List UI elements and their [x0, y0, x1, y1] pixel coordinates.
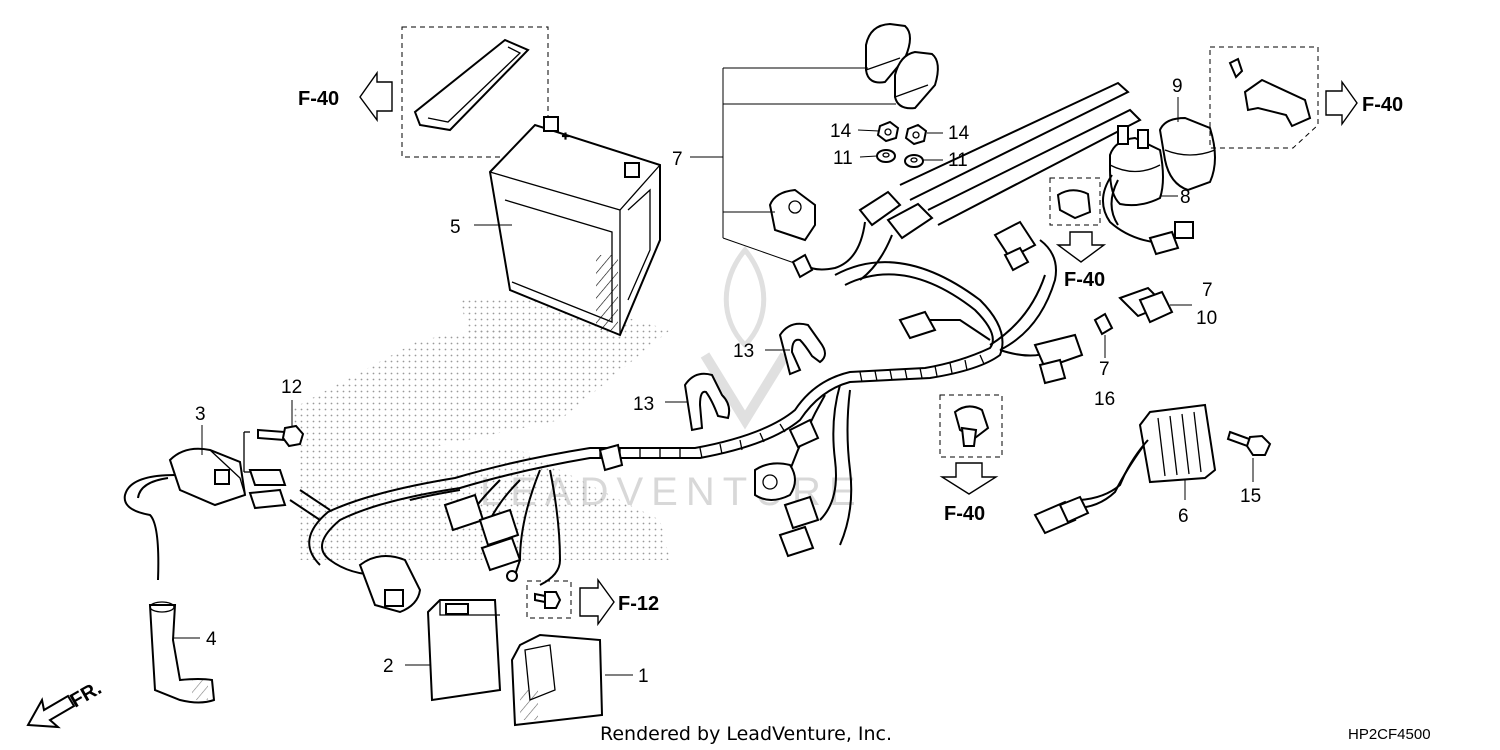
bolt-15 [1226, 430, 1272, 456]
callout-6: 6 [1178, 506, 1189, 527]
callout-7-right: 7 [1202, 280, 1213, 301]
clamp-mid-ref-arrow [1055, 231, 1107, 263]
harness-connectors [248, 220, 1084, 572]
bracket-top-right-ref: F-40 [1362, 94, 1403, 116]
callout-7-left: 7 [672, 149, 683, 170]
callout-4: 4 [206, 629, 217, 650]
footer-credit: Rendered by LeadVenture, Inc. [600, 723, 892, 745]
battery-band: F-40 [298, 26, 549, 158]
cdi-unit [426, 599, 502, 702]
shadow-fields [290, 300, 670, 560]
callout-13-lower: 13 [633, 394, 654, 415]
bracket-ref-arrow [1325, 79, 1358, 127]
callout-12: 12 [281, 377, 302, 398]
clip-lower-ref-arrow [939, 462, 999, 495]
clamp-ref-mid: F-40 [1049, 177, 1107, 291]
callout-7-fuse: 7 [1099, 359, 1110, 380]
clip-ref-lower: F-40 [939, 394, 1003, 525]
battery-cable-terminals [791, 81, 1142, 281]
bolt-12 [257, 424, 305, 448]
bolt-ref: F-12 [618, 593, 659, 615]
regulator-rectifier [1033, 403, 1217, 535]
nuts-washers [876, 120, 928, 168]
callout-7-bracket [690, 67, 896, 266]
callout-16: 16 [1094, 389, 1115, 410]
diagram-code: HP2CF4500 [1348, 726, 1431, 743]
callout-15: 15 [1240, 486, 1261, 507]
terminal-covers [768, 22, 939, 242]
battery-band-ref: F-40 [298, 88, 339, 110]
front-direction: FR. [26, 677, 105, 729]
starter-relay [1102, 125, 1194, 256]
callout-1: 1 [638, 666, 649, 687]
battery: + [488, 116, 661, 337]
callout-11-left: 11 [833, 148, 853, 169]
relay-cover [1158, 116, 1216, 192]
connector-10 [1118, 286, 1174, 324]
callout-9: 9 [1172, 76, 1183, 97]
ignition-coil [123, 431, 250, 581]
svg-text:+: + [562, 129, 569, 143]
battery-band-ref-arrow [359, 70, 393, 123]
clamp-mid-ref: F-40 [1064, 269, 1105, 291]
callout-8: 8 [1180, 187, 1191, 208]
callout-5: 5 [450, 217, 461, 238]
harness-clamps [683, 322, 826, 432]
bolt-ref-f12: F-12 [526, 577, 659, 627]
bracket-ref-top-right: F-40 [1209, 46, 1403, 149]
callout-10: 10 [1196, 308, 1217, 329]
cdi-cover [510, 633, 604, 727]
spark-plug-cap [148, 601, 216, 704]
f12-ref-arrow [579, 577, 615, 627]
callout-14-right: 14 [948, 123, 970, 144]
callout-14-left: 14 [830, 121, 852, 142]
harness-relay [358, 555, 422, 614]
clip-lower-ref: F-40 [944, 503, 985, 525]
callout-2: 2 [383, 656, 394, 677]
callout-3: 3 [195, 404, 206, 425]
fuse-16 [1093, 312, 1114, 336]
callout-13-upper: 13 [733, 341, 754, 362]
